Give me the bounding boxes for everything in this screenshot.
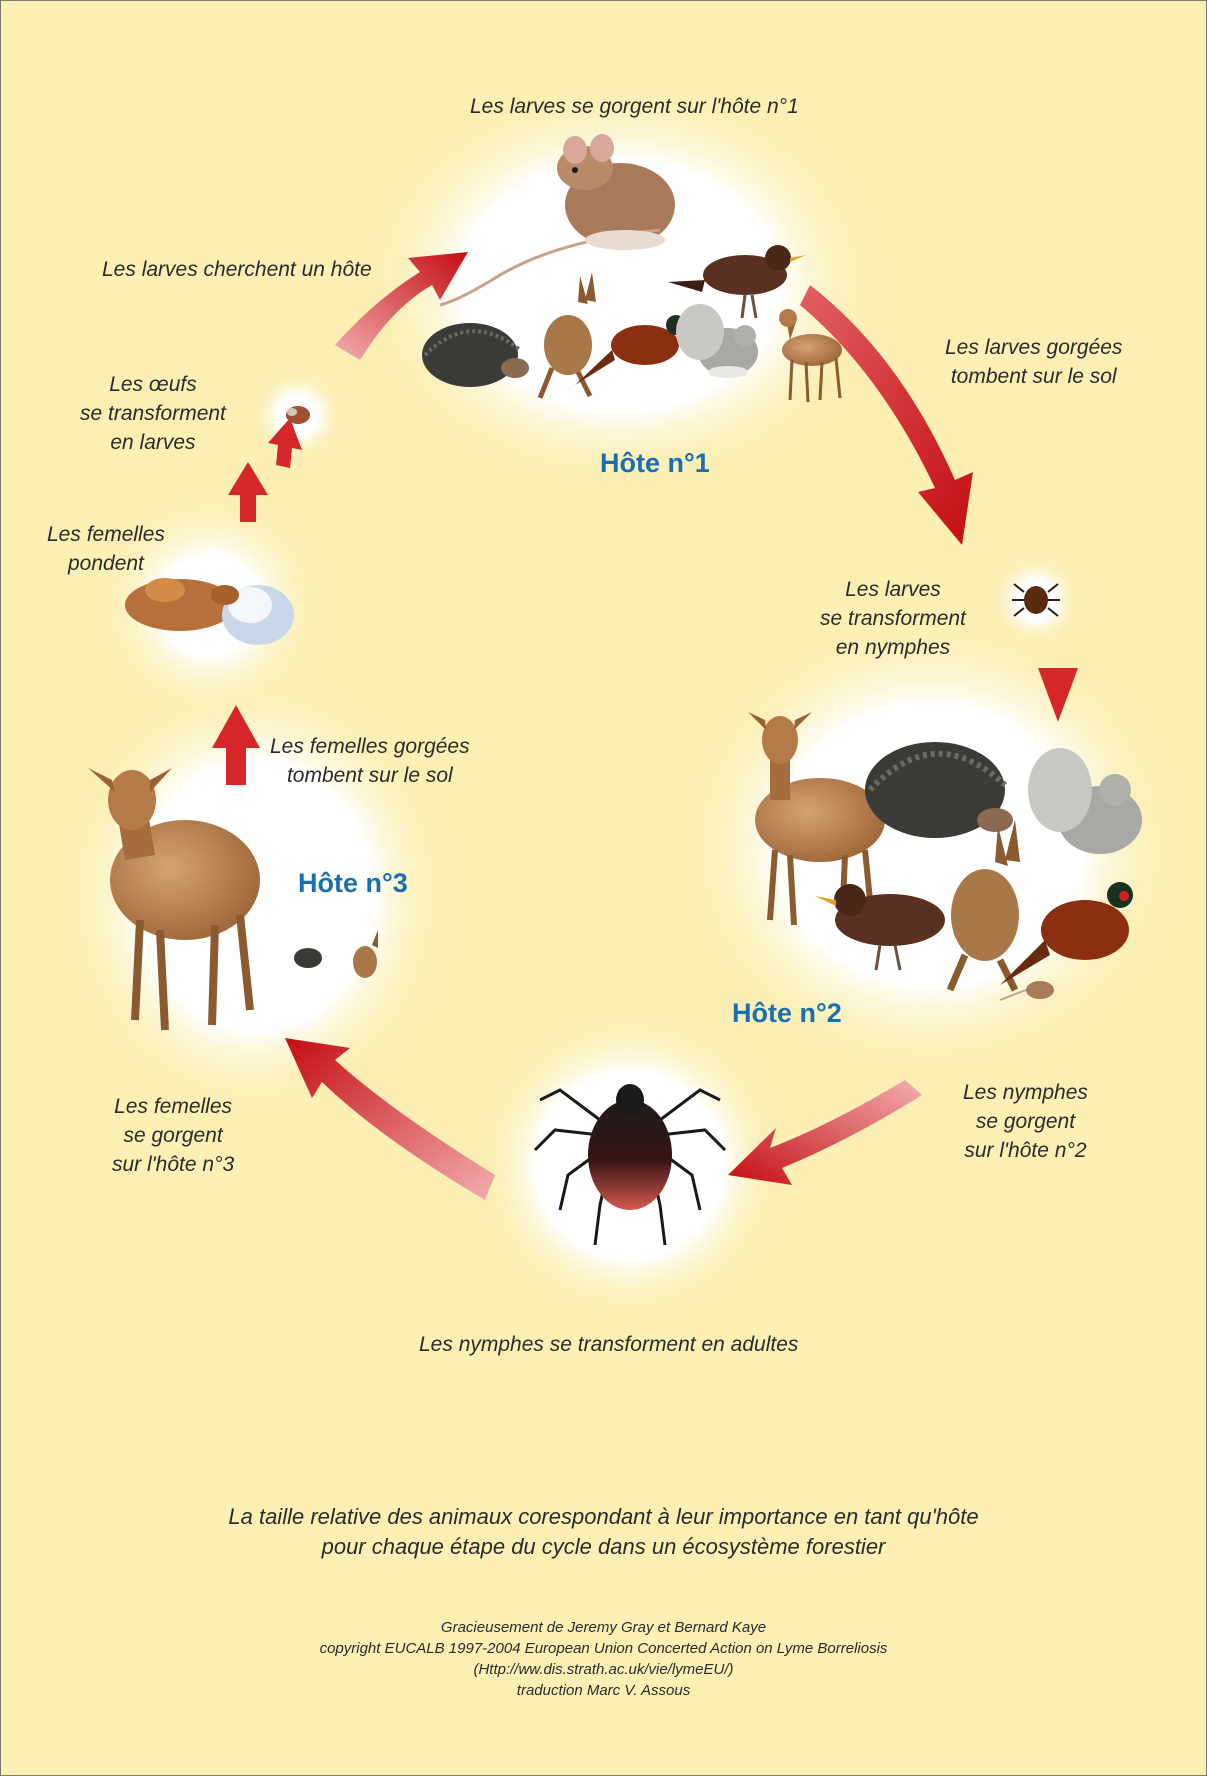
step-larvae-drop: Les larves gorgées tombent sur le sol	[945, 333, 1122, 391]
step-eggs-hatch: Les œufs se transforment en larves	[80, 370, 226, 457]
host3-label: Hôte n°3	[298, 868, 408, 899]
host1-label: Hôte n°1	[600, 448, 710, 479]
egg-icon	[286, 406, 310, 424]
step-nymphs-feed: Les nymphes se gorgent sur l'hôte n°2	[963, 1078, 1088, 1165]
step-females-lay: Les femelles pondent	[47, 520, 165, 578]
step-larvae-molt: Les larves se transforment en nymphes	[820, 575, 966, 662]
step-nymphs-molt: Les nymphes se transforment en adultes	[419, 1330, 798, 1359]
step-larvae-seek: Les larves cherchent un hôte	[102, 255, 372, 284]
larva-tick-icon	[1012, 584, 1060, 616]
step-females-feed: Les femelles se gorgent sur l'hôte n°3	[112, 1092, 234, 1179]
caption: La taille relative des animaux corespond…	[0, 1502, 1207, 1562]
credits: Gracieusement de Jeremy Gray et Bernard …	[0, 1617, 1207, 1701]
step-females-drop: Les femelles gorgées tombent sur le sol	[270, 732, 470, 790]
host2-label: Hôte n°2	[732, 998, 842, 1029]
hedgehog-small-icon	[294, 948, 322, 968]
step-larvae-feed: Les larves se gorgent sur l'hôte n°1	[470, 92, 799, 121]
